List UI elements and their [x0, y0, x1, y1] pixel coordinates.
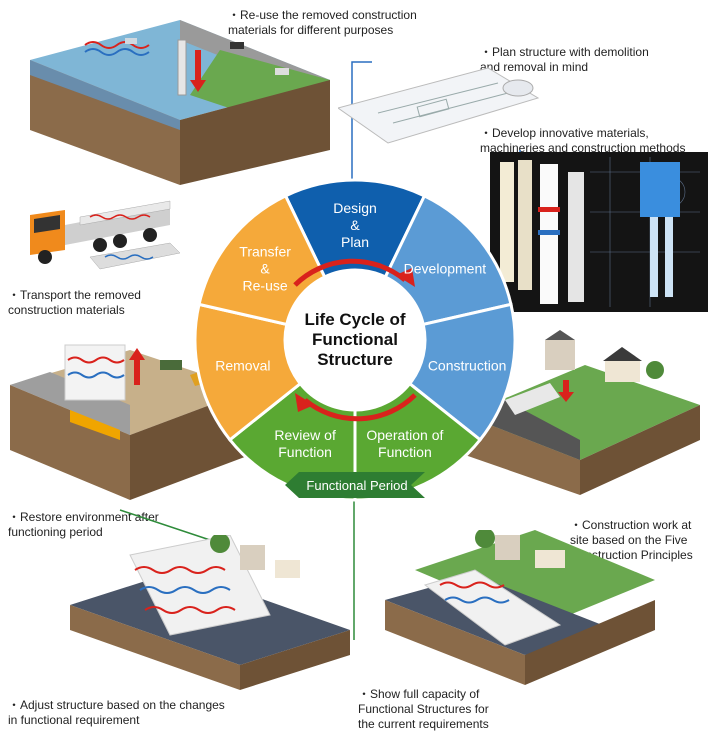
wheel-labels: Design&PlanDevelopmentConstructionOperat…	[215, 200, 506, 460]
wheel-center-disc	[285, 270, 425, 410]
wheel-label-design-1: &	[350, 217, 360, 233]
functional-period-label: Functional Period	[306, 478, 407, 493]
wheel-label-design-2: Plan	[341, 234, 369, 250]
riverbank-scene	[30, 20, 330, 185]
caption-restore: ・Restore environment after functioning p…	[8, 510, 159, 539]
wheel-segment-transfer	[197, 193, 327, 327]
full-capacity-scene	[385, 530, 655, 685]
center-title-line1: Life Cycle of	[304, 310, 405, 329]
cycle-arrow-bottom	[303, 393, 417, 422]
development-materials	[490, 152, 708, 312]
caption-adjust: ・Adjust structure based on the changes i…	[8, 698, 225, 727]
wheel-label-review-1: Function	[278, 444, 332, 460]
wheel-label-operation-1: Function	[378, 444, 432, 460]
functional-period-arrow	[285, 472, 425, 498]
center-title-line2: Functional	[312, 330, 398, 349]
caption-transport: ・Transport the removed construction mate…	[8, 288, 141, 317]
wheel-label-transfer-2: Re-use	[243, 277, 288, 293]
truck-illustration	[30, 200, 180, 270]
wheel-label-review-0: Review of	[274, 427, 336, 443]
removal-scene	[10, 344, 250, 500]
caption-construction-work: ・Construction work at site based on the …	[570, 518, 693, 562]
wheel-label-operation-0: Operation of	[366, 427, 443, 443]
wheel-label-removal-0: Removal	[215, 358, 270, 374]
center-title-line3: Structure	[317, 350, 393, 369]
wheel-label-construction-0: Construction	[428, 358, 507, 374]
caption-show: ・Show full capacity of Functional Struct…	[358, 687, 489, 731]
adjust-structure-scene	[70, 535, 350, 690]
functional-period-banner: Functional Period	[285, 472, 425, 498]
caption-develop: ・Develop innovative materials, machineri…	[480, 126, 686, 155]
wheel-segments	[193, 178, 517, 502]
wheel-label-development-0: Development	[404, 260, 487, 276]
life-cycle-wheel: Life Cycle of Functional Structure Desig…	[193, 178, 517, 502]
wheel-label-design-0: Design	[333, 200, 377, 216]
caption-plan: ・Plan structure with demolition and remo…	[480, 45, 649, 74]
wheel-label-transfer-1: &	[260, 260, 270, 276]
wheel-label-transfer-0: Transfer	[239, 243, 291, 259]
cycle-arrow-bottom-head	[295, 393, 314, 412]
blueprint-plans	[338, 67, 540, 144]
cycle-arrow-top	[293, 258, 407, 287]
cycle-arrow-top-head	[396, 268, 415, 287]
caption-reuse: ・Re-use the removed construction materia…	[228, 8, 417, 37]
